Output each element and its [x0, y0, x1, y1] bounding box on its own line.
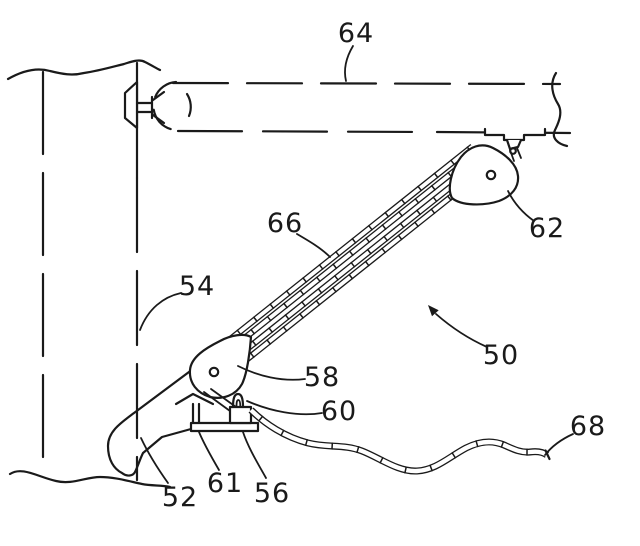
boom-end-break-line [551, 71, 569, 148]
ref-label-68: 68 [570, 411, 606, 442]
block-strap [203, 388, 237, 412]
boom-end-arc [152, 80, 181, 132]
boom-bail-bracket [483, 127, 547, 162]
lower-block [188, 333, 253, 399]
leader-50-tail [435, 313, 488, 348]
tackle-rope-4 [233, 165, 490, 371]
upper-block-pivot-hole [485, 169, 497, 181]
leader-68 [544, 433, 574, 456]
leader-62 [507, 190, 535, 222]
deck-fitting [174, 388, 260, 433]
ref-label-66: 66 [267, 208, 303, 239]
leader-56 [242, 431, 267, 479]
tackle-rope-2 [222, 151, 479, 357]
leader-58 [237, 365, 306, 381]
leader-66 [296, 233, 331, 258]
mast [6, 59, 172, 489]
cleat-horn-inner [235, 399, 242, 408]
leader-54 [139, 292, 182, 331]
upper-block-body [448, 144, 520, 206]
gooseneck-bracket [123, 80, 139, 130]
leader-lines [139, 45, 574, 484]
fitting-gusset [174, 392, 215, 406]
cleat-horn [231, 392, 245, 409]
fitting-base-plate [189, 421, 260, 433]
ref-label-60: 60 [321, 396, 357, 427]
ref-label-52: 52 [162, 482, 198, 513]
gooseneck [123, 80, 192, 132]
lower-block-pivot-hole [208, 366, 220, 378]
shackle-strap [509, 147, 522, 162]
mast-base-bracket [106, 364, 199, 477]
mast-top-break-line [6, 59, 162, 81]
ref-label-54: 54 [179, 271, 215, 302]
upper-block [448, 144, 520, 206]
leader-60 [246, 400, 323, 416]
boom-end-arc-right [185, 92, 192, 118]
cleat-base [228, 405, 253, 425]
ref-label-62: 62 [529, 213, 565, 244]
tackle-rope-1 [217, 145, 474, 350]
fitting-post [191, 402, 201, 425]
bail-plate [483, 127, 547, 142]
boom-bottom-edge [176, 129, 432, 134]
deck-break-line [8, 470, 172, 489]
ref-label-50: 50 [483, 340, 519, 371]
leader-52 [140, 437, 169, 484]
control-line-end-cap [544, 449, 551, 461]
leader-64 [344, 45, 354, 82]
leader-61 [198, 431, 220, 471]
lower-block-body [188, 333, 253, 399]
gooseneck-pin [135, 95, 154, 120]
ref-label-58: 58 [304, 362, 340, 393]
leader-50-arrowhead [428, 305, 439, 317]
reference-numerals: 64 66 62 54 50 58 60 61 56 52 68 [162, 18, 606, 513]
vang-tackle [216, 143, 491, 372]
ref-label-56: 56 [254, 478, 290, 509]
control-line-rope [249, 408, 549, 474]
control-line [248, 407, 551, 475]
ref-label-64: 64 [338, 18, 374, 49]
ref-label-61: 61 [207, 468, 243, 499]
boom-top-edge [171, 81, 562, 86]
tackle-rope-3 [228, 159, 485, 364]
